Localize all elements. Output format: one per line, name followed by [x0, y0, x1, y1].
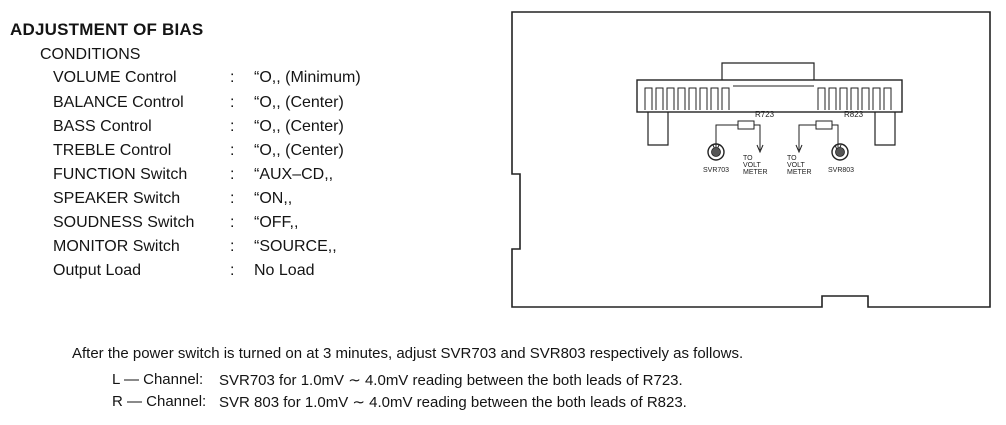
- r823-resistor: [815, 120, 833, 130]
- condition-colon: :: [230, 262, 235, 279]
- svr803-trimmer-core: [835, 147, 845, 157]
- r723-left-lead: [715, 124, 738, 150]
- left-mounting-tab: [647, 112, 669, 146]
- channel-instruction: SVR 803 for 1.0mV ∼ 4.0mV reading betwee…: [219, 394, 687, 411]
- left-meter-label-volt: VOLT: [743, 162, 761, 169]
- conditions-title: CONDITIONS: [40, 46, 141, 63]
- condition-value: “O,, (Center): [254, 118, 344, 135]
- r723-label: R723: [755, 110, 775, 119]
- condition-colon: :: [230, 214, 235, 231]
- svr803-trimmer-icon: [831, 143, 849, 161]
- condition-value: “AUX–CD,,: [254, 166, 334, 183]
- board-outline: [511, 11, 991, 308]
- condition-label: TREBLE Control: [53, 142, 172, 159]
- r723-resistor: [737, 120, 755, 130]
- r723-right-lead: [754, 124, 761, 150]
- condition-value: “O,, (Center): [254, 142, 344, 159]
- left-meter-label-to: TO: [743, 155, 753, 162]
- left-meter-label-meter: METER: [743, 169, 768, 176]
- channel-prefix: L — Channel:: [112, 371, 204, 388]
- condition-value: No Load: [254, 262, 315, 279]
- condition-label: MONITOR Switch: [53, 238, 180, 255]
- condition-value: “O,, (Minimum): [254, 69, 361, 86]
- condition-colon: :: [230, 142, 235, 159]
- condition-value: “ON,,: [254, 190, 293, 207]
- condition-colon: :: [230, 94, 235, 111]
- svr803-label: SVR803: [828, 167, 854, 174]
- condition-label: BASS Control: [53, 118, 152, 135]
- condition-colon: :: [230, 118, 235, 135]
- condition-label: BALANCE Control: [53, 94, 184, 111]
- condition-colon: :: [230, 69, 235, 86]
- condition-value: “O,, (Center): [254, 94, 344, 111]
- right-meter-label-volt: VOLT: [787, 162, 805, 169]
- condition-label: Output Load: [53, 262, 142, 279]
- heatsink-body: [636, 79, 903, 113]
- svr703-trimmer-core: [711, 147, 721, 157]
- instruction-paragraph: After the power switch is turned on at 3…: [72, 345, 744, 362]
- heatsink-fins: [644, 87, 892, 110]
- r723-arrow-right: [756, 144, 764, 154]
- section-title: ADJUSTMENT OF BIAS: [10, 20, 204, 39]
- condition-colon: :: [230, 166, 235, 183]
- svr703-trimmer-icon: [707, 143, 725, 161]
- condition-colon: :: [230, 190, 235, 207]
- condition-label: SPEAKER Switch: [53, 190, 181, 207]
- condition-label: SOUDNESS Switch: [53, 214, 195, 231]
- condition-label: VOLUME Control: [53, 69, 177, 86]
- condition-colon: :: [230, 238, 235, 255]
- right-meter-label-meter: METER: [787, 169, 812, 176]
- r823-left-lead: [798, 124, 816, 150]
- r823-label: R823: [844, 110, 864, 119]
- condition-value: “OFF,,: [254, 214, 299, 231]
- channel-prefix: R — Channel:: [112, 393, 207, 410]
- condition-value: “SOURCE,,: [254, 238, 337, 255]
- right-mounting-tab: [874, 112, 896, 146]
- channel-instruction: SVR703 for 1.0mV ∼ 4.0mV reading between…: [219, 372, 683, 389]
- r823-right-lead: [832, 124, 839, 150]
- condition-label: FUNCTION Switch: [53, 166, 188, 183]
- right-meter-label-to: TO: [787, 155, 797, 162]
- svr703-label: SVR703: [703, 167, 729, 174]
- r823-arrow-left: [795, 144, 803, 154]
- heatsink-bracket: [721, 62, 815, 80]
